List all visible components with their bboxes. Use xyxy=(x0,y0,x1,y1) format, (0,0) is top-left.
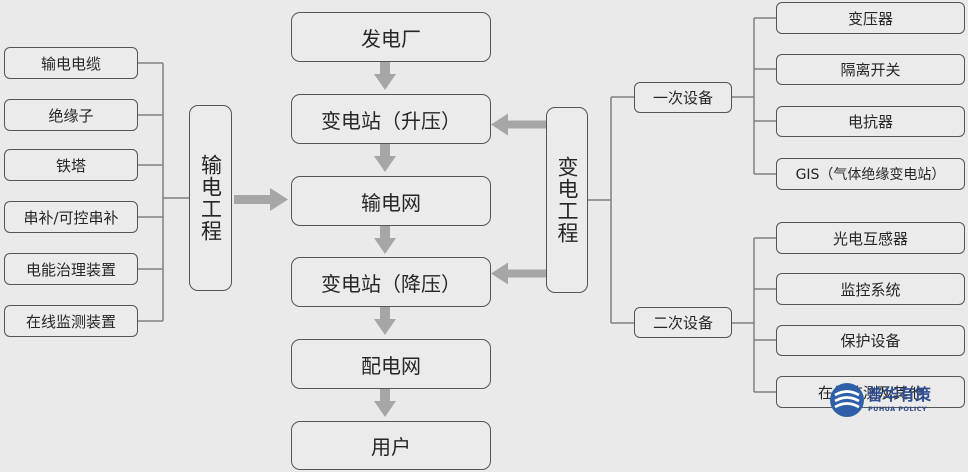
transmission-item: 在线监测装置 xyxy=(4,305,138,337)
step-down-substation-label: 变电站（降压） xyxy=(321,271,461,296)
transmission-item: 输电电缆 xyxy=(4,47,138,79)
transmission-engineering-box: 输电工程 xyxy=(189,105,232,291)
power-plant-label: 发电厂 xyxy=(361,26,421,51)
transmission-item: 串补/可控串补 xyxy=(4,201,138,233)
secondary-equipment-item: 光电互感器 xyxy=(776,222,965,254)
secondary-equipment-item: 保护设备 xyxy=(776,325,965,356)
transmission-item-label: 在线监测装置 xyxy=(25,312,116,331)
primary-equipment-item-label: 电抗器 xyxy=(847,113,893,131)
transmission-item-label: 串补/可控串补 xyxy=(23,208,119,227)
secondary-equipment-item-label: 监控系统 xyxy=(840,280,901,299)
distribution-grid-box: 配电网 xyxy=(291,339,491,389)
puhua-policy-watermark: 普华有策 PUHUA POLICY xyxy=(830,383,932,417)
power-plant-box: 发电厂 xyxy=(291,12,491,62)
arrow-substation-to-stepup xyxy=(491,113,546,136)
arrow-grid-to-stepdown xyxy=(374,226,396,254)
arrow-distribution-to-user xyxy=(374,389,396,417)
watermark-wave-icon xyxy=(834,390,860,409)
distribution-grid-label: 配电网 xyxy=(361,353,421,378)
secondary-equipment-box: 二次设备 xyxy=(634,307,732,338)
arrow-transmission-to-grid xyxy=(234,188,288,211)
transmission-item-label: 输电电缆 xyxy=(40,54,101,73)
primary-equipment-item: GIS（气体绝缘变电站） xyxy=(776,158,965,190)
transmission-item-label: 电能治理装置 xyxy=(25,260,116,279)
substation-engineering-label: 变电工程 xyxy=(555,156,579,244)
transmission-item: 铁塔 xyxy=(4,149,138,181)
watermark-brand: 普华有策 xyxy=(867,385,932,404)
watermark-logo-icon xyxy=(830,383,864,417)
primary-equipment-item-label: 变压器 xyxy=(847,9,893,28)
primary-equipment-item-label: GIS（气体绝缘变电站） xyxy=(795,167,946,183)
step-up-substation-label: 变电站（升压） xyxy=(321,108,461,133)
step-down-substation-box: 变电站（降压） xyxy=(291,257,491,307)
watermark-subtitle: PUHUA POLICY xyxy=(868,405,927,413)
transmission-grid-label: 输电网 xyxy=(361,190,421,215)
step-up-substation-box: 变电站（升压） xyxy=(291,94,491,144)
transmission-grid-box: 输电网 xyxy=(291,176,491,226)
transmission-item-label: 绝缘子 xyxy=(48,106,94,125)
transmission-item: 电能治理装置 xyxy=(4,253,138,285)
flow-arrows xyxy=(234,62,546,417)
arrow-stepdown-to-distribution xyxy=(374,307,396,335)
secondary-equipment-label: 二次设备 xyxy=(652,314,713,332)
transmission-item-label: 铁塔 xyxy=(55,156,86,175)
primary-equipment-label: 一次设备 xyxy=(652,89,713,107)
primary-equipment-item: 变压器 xyxy=(776,2,965,34)
user-label: 用户 xyxy=(371,435,411,459)
arrow-stepup-to-grid xyxy=(374,144,396,172)
primary-equipment-item: 隔离开关 xyxy=(776,54,965,85)
bracket-primary-items xyxy=(732,17,776,175)
secondary-equipment-item-label: 光电互感器 xyxy=(832,229,908,248)
user-box: 用户 xyxy=(291,421,491,470)
secondary-equipment-item: 监控系统 xyxy=(776,273,965,305)
bracket-transmission-items xyxy=(138,62,189,322)
transmission-item: 绝缘子 xyxy=(4,99,138,131)
arrow-plant-to-stepup xyxy=(374,62,396,90)
primary-equipment-item: 电抗器 xyxy=(776,106,965,137)
arrow-substation-to-stepdown xyxy=(491,262,546,285)
primary-equipment-item-label: 隔离开关 xyxy=(840,61,901,79)
bracket-secondary-items xyxy=(732,237,776,393)
transmission-engineering-label: 输电工程 xyxy=(198,154,223,242)
substation-engineering-box: 变电工程 xyxy=(546,107,588,293)
secondary-equipment-item-label: 保护设备 xyxy=(840,332,901,350)
bracket-substation-groups xyxy=(588,96,634,324)
bracket-lines xyxy=(138,17,776,393)
primary-equipment-box: 一次设备 xyxy=(634,82,732,113)
